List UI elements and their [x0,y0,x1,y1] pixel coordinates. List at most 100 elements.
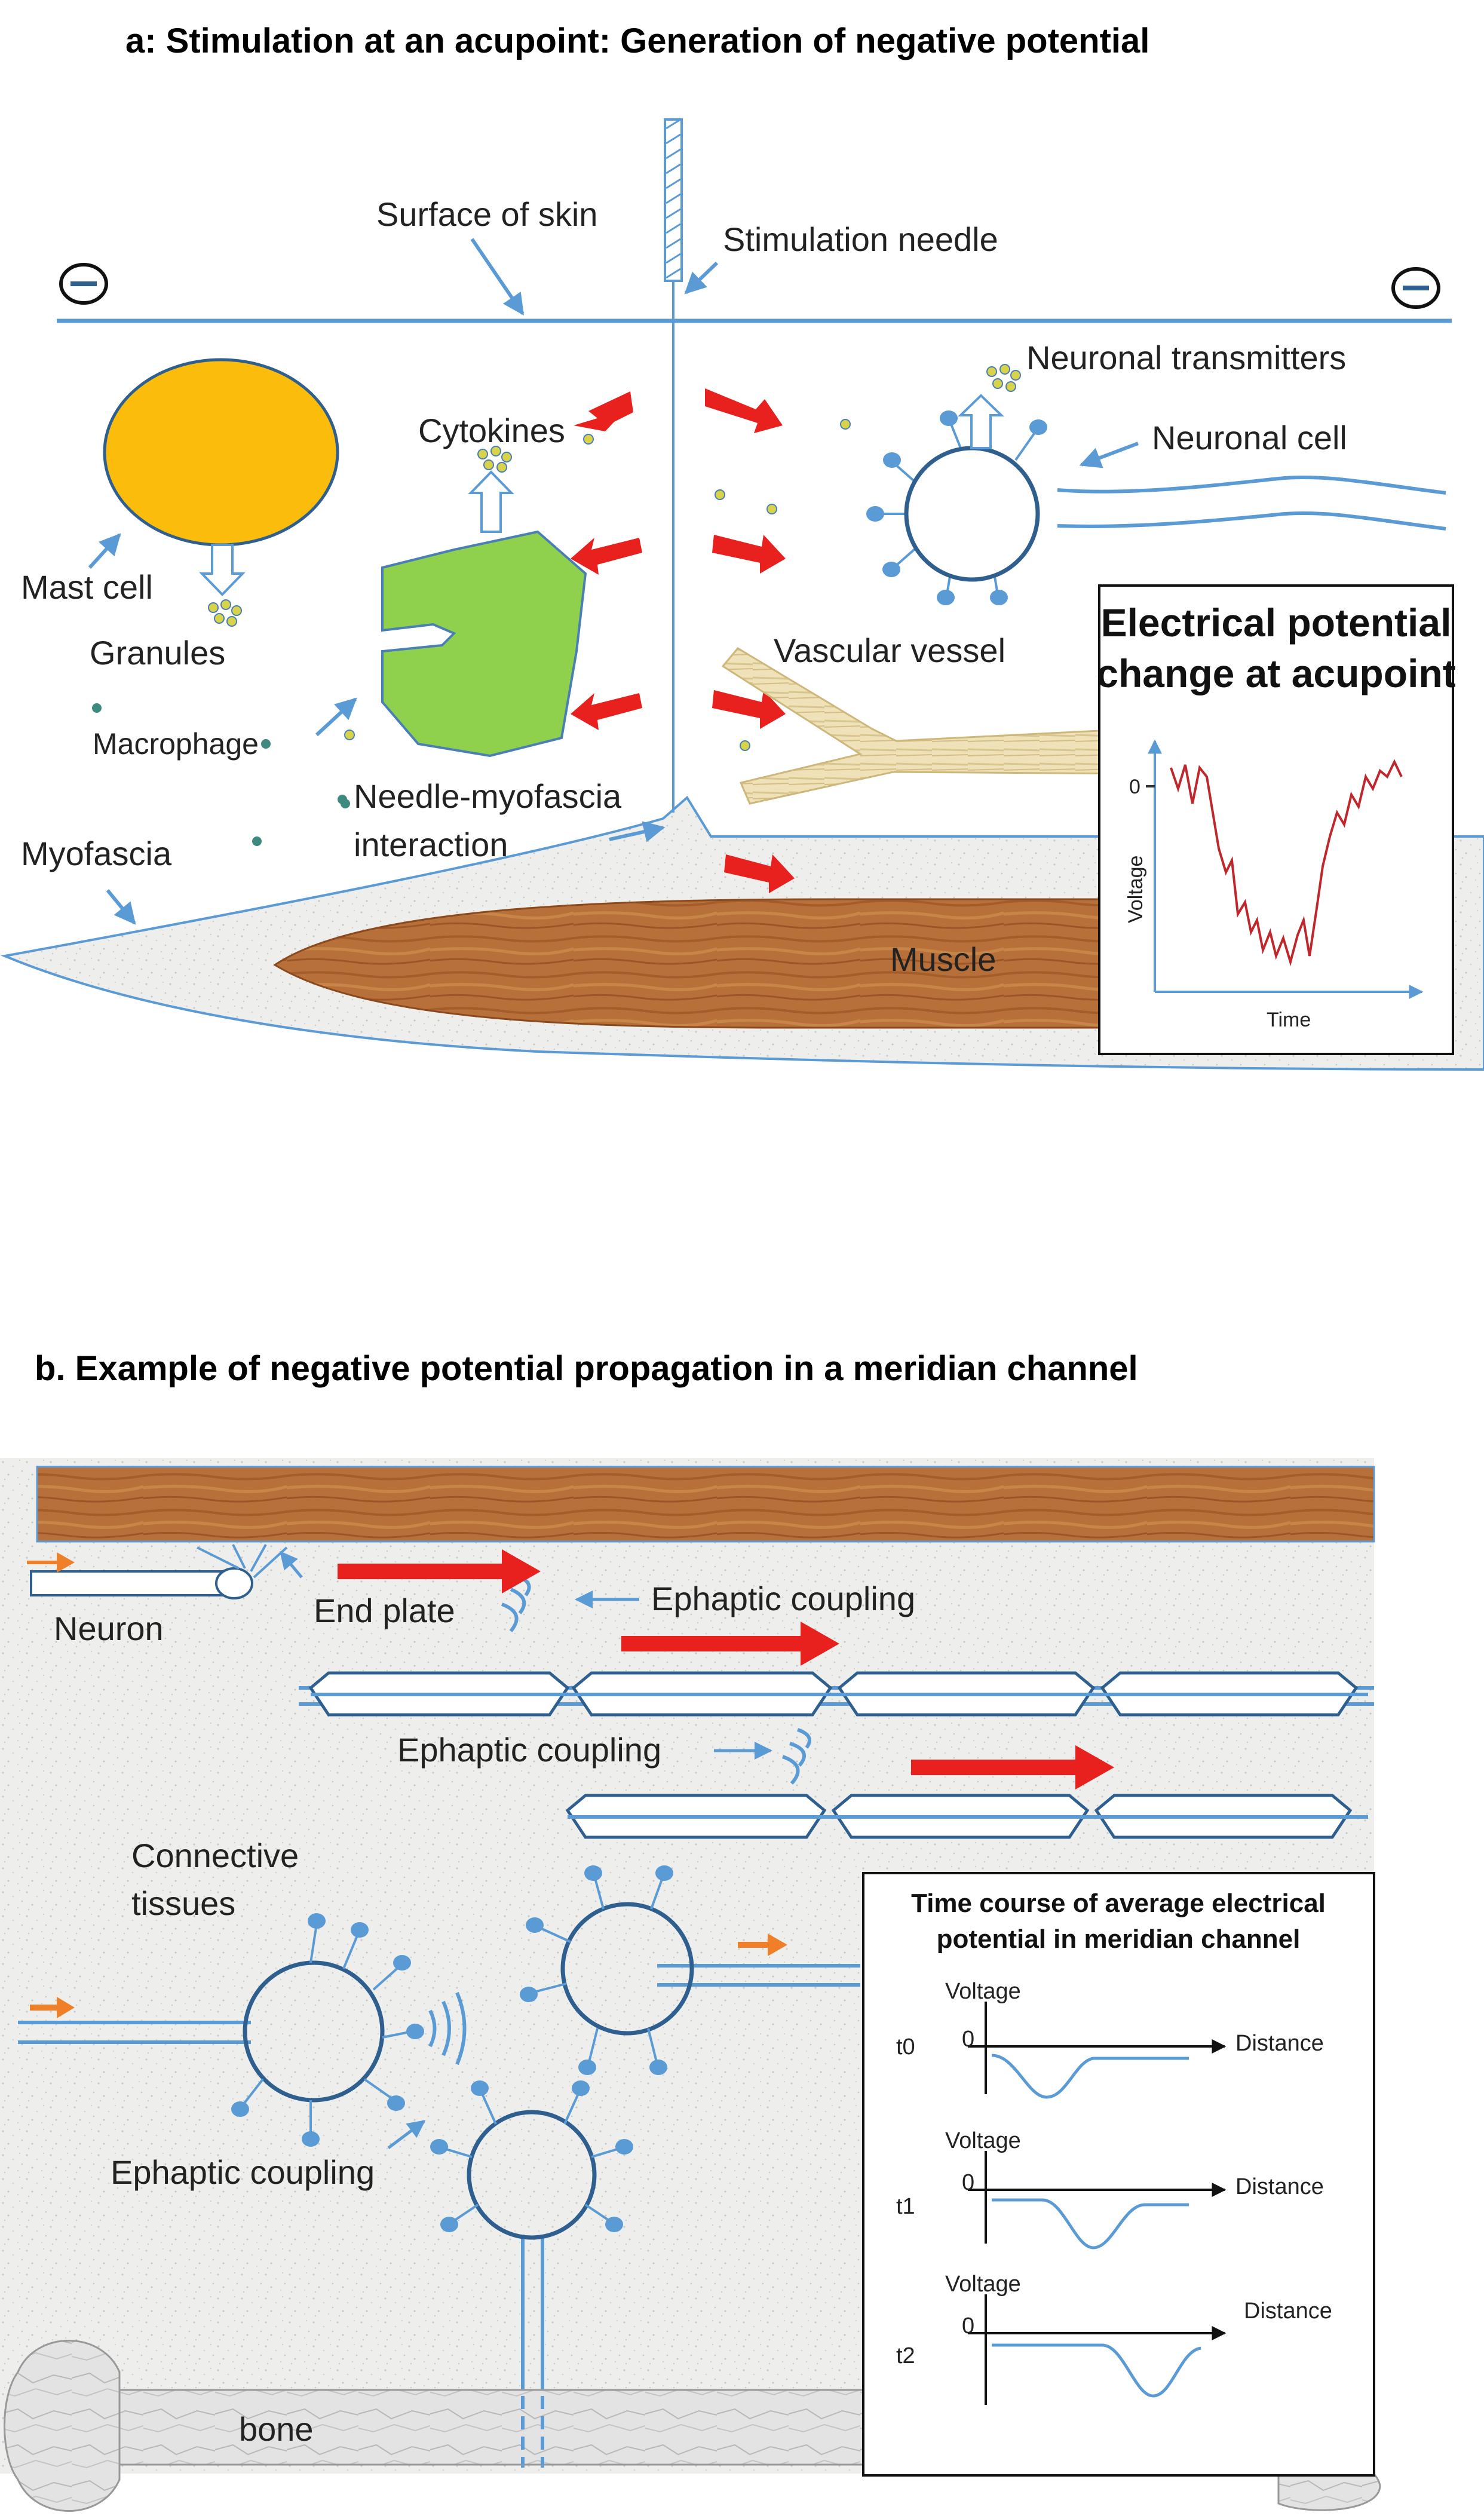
panel-a: a: Stimulation at an acupoint: Generatio… [0,22,1484,1071]
axon-row-1 [299,1671,1374,1717]
needle-myofascia-arrow [609,821,666,842]
needle-myofascia-interaction-label: interaction [354,826,508,863]
myofascia-arrow [106,889,136,925]
scattered-molecules [92,419,851,846]
red-arrows-panel-a [571,388,795,893]
red-arrow [571,693,642,730]
neuron-cell-left [18,1913,424,2147]
ephaptic-coupling-label-1: Ephaptic coupling [651,1580,915,1617]
zero-label: 0 [962,2027,974,2052]
inset-potential-at-acupoint: Electrical potential change at acupoint … [1096,584,1456,1055]
mast-cell-arrow [88,533,121,569]
neuron-cell-bottom [430,2080,633,2468]
red-arrow [571,538,642,575]
inset-potential-time-course: Time course of average electrical potent… [862,1872,1375,2477]
time-plot-t1: Voltage 0 Distance t1 [896,2128,1324,2250]
granules-release-arrow [199,544,246,596]
neuronal-cell [866,364,1446,605]
red-arrow [724,854,795,893]
cytokines-release-arrow [468,470,514,533]
granules [208,599,242,627]
macrophage [381,530,587,758]
neuron-cell-top [520,1865,860,2075]
granules-label: Granules [90,634,225,672]
cytokines-label: Cytokines [418,412,565,449]
red-arrow [911,1745,1114,1789]
inset-frame [862,1872,1375,2477]
ephaptic-coupling-label-3: Ephaptic coupling [111,2153,375,2191]
distance-label: Distance [1244,2299,1332,2324]
voltage-trace [1170,759,1403,967]
cytokines [477,446,512,473]
time-label: t1 [896,2194,915,2219]
inset-frame [1098,584,1454,1055]
red-arrow [712,690,786,729]
potential-curve [992,2198,1189,2250]
neuronal-transmitters-label: Neuronal transmitters [1026,339,1346,376]
negative-charge-left [59,263,108,305]
bone-label: bone [239,2410,314,2448]
voltage-label: Voltage [945,2128,1021,2153]
end-plate-label: End plate [314,1592,455,1629]
surface-of-skin-arrow [470,238,525,315]
myofascia-label: Myofascia [21,835,172,872]
molecule [338,795,347,804]
inset-x-label: Time [1267,1009,1311,1031]
potential-curve [991,2054,1189,2099]
muscle [273,898,1136,1029]
panel-b: b. Example of negative potential propaga… [0,1349,1381,2512]
inset-y-label: Voltage [1124,856,1147,923]
muscle-label: Muscle [890,940,996,978]
ephaptic-arrow-3 [387,2120,426,2149]
inset-zero-label: 0 [1129,776,1140,798]
distance-label: Distance [1235,2174,1324,2199]
potential-curve [992,2343,1201,2398]
time-label: t2 [896,2343,915,2368]
neuron [30,1544,288,1599]
stimulation-needle-label: Stimulation needle [723,220,998,258]
inset-title-line2: change at acupoint [1096,651,1455,695]
connective-tissues-label-line2: tissues [131,1884,235,1922]
ephaptic-waves-2 [781,1728,811,1785]
voltage-label: Voltage [945,2272,1021,2297]
neuron-label: Neuron [54,1610,164,1647]
vascular-vessel [721,647,1136,805]
vascular-vessel-label: Vascular vessel [774,632,1005,669]
ephaptic-coupling-label-2: Ephaptic coupling [397,1731,661,1769]
macrophage-arrow [315,697,357,737]
end-plate-arrow [280,1550,303,1579]
distance-label: Distance [1235,2031,1324,2056]
panel-b-title: b. Example of negative potential propaga… [35,1349,1138,1388]
zero-label: 0 [962,2170,974,2195]
mast-cell-label: Mast cell [21,568,153,606]
orange-arrow [27,1552,75,1573]
red-arrow [712,535,786,574]
inset-title-line2: potential in meridian channel [937,1925,1301,1954]
voltage-label: Voltage [945,1979,1021,2004]
stimulation-needle [664,118,683,813]
neuronal-cell-arrow [1079,442,1139,468]
time-label: t0 [896,2034,915,2060]
panel-a-title: a: Stimulation at an acupoint: Generatio… [125,22,1149,60]
needle-myofascia-label: Needle-myofascia [354,777,622,815]
red-arrow [621,1622,839,1666]
red-arrow [705,388,783,433]
time-plot-t0: Voltage 0 Distance t0 [896,1979,1324,2099]
inset-title-line1: Electrical potential [1101,600,1452,645]
red-arrow [338,1549,541,1593]
macrophage-label: Macrophage [93,727,259,761]
ephaptic-waves-3 [428,1991,467,2066]
surface-of-skin-label: Surface of skin [376,195,597,233]
red-arrow [574,391,633,431]
muscle-fiber [36,1466,1375,1543]
neuronal-cell-label: Neuronal cell [1152,419,1347,456]
neuron-into-bone [521,2396,544,2465]
connective-tissues-label-line1: Connective [131,1837,299,1874]
stimulation-needle-arrow [684,261,719,295]
time-plot-t2: Voltage 0 Distance t2 [896,2272,1332,2405]
red-arrows-panel-b [338,1549,1114,1789]
axon-row-2 [565,1794,1368,1839]
inset-title-line1: Time course of average electrical [911,1889,1326,1918]
